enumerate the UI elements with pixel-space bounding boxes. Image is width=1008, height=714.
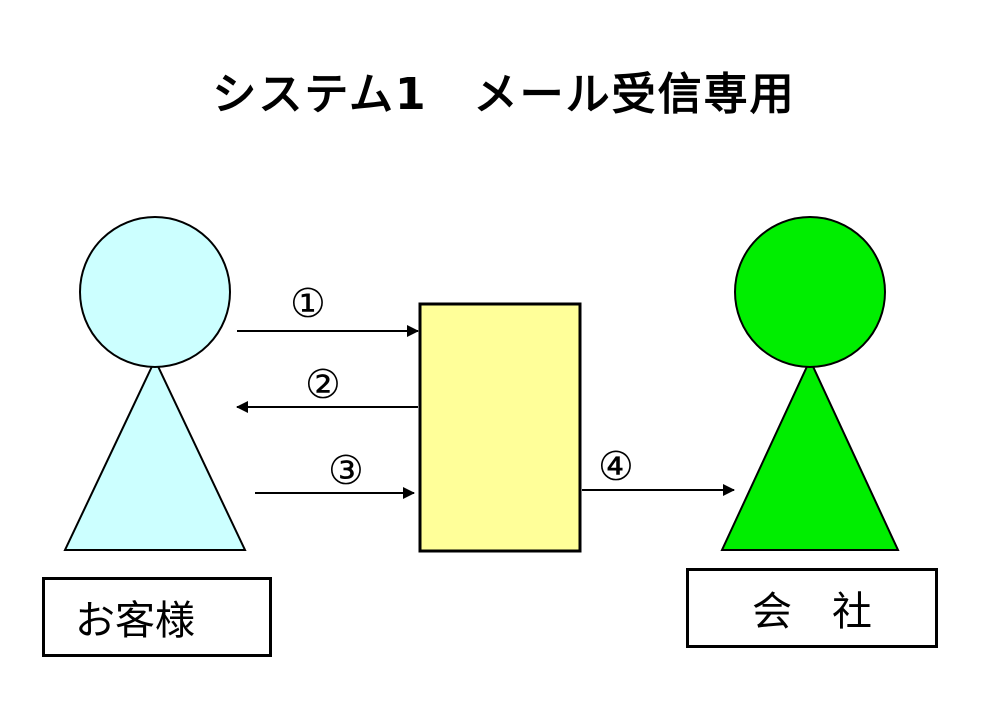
step-label-1: ①: [290, 281, 326, 327]
customer-body: [63, 357, 247, 551]
company-body: [720, 357, 900, 551]
step-label-2: ②: [305, 362, 341, 408]
step-label-3: ③: [328, 448, 364, 494]
company-label: 会 社: [752, 589, 872, 635]
diagram-title: システム1 メール受信専用: [212, 69, 796, 120]
customer-head: [79, 216, 231, 368]
company-label-box: 会 社: [686, 568, 938, 648]
company-head: [734, 216, 886, 368]
company-figure: [720, 216, 900, 551]
step-label-4: ④: [598, 444, 634, 490]
customer-label: お客様: [75, 598, 195, 644]
customer-figure: [63, 216, 247, 551]
customer-label-box: お客様: [42, 577, 272, 657]
system-box: [418, 302, 582, 553]
